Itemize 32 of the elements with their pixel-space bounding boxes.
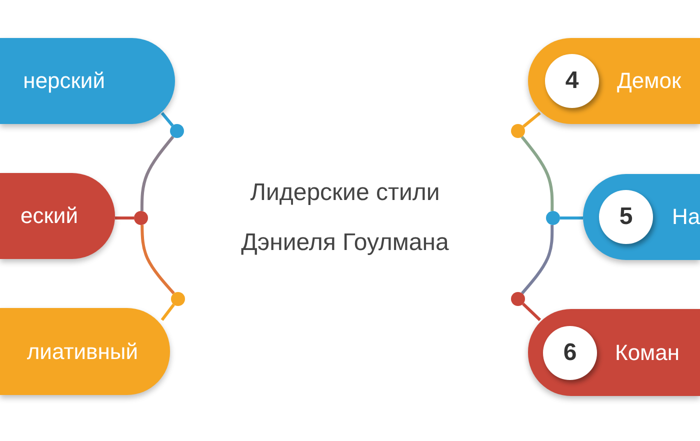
style-pill xyxy=(0,173,115,259)
connector-line xyxy=(140,136,174,212)
junction-dot xyxy=(511,124,525,138)
style-name: нерский xyxy=(23,68,105,94)
style-pill xyxy=(0,38,175,124)
number-circle: 5 xyxy=(599,190,653,244)
style-name: еский xyxy=(20,203,78,229)
style-name: На xyxy=(672,204,700,230)
connector-line xyxy=(522,302,542,322)
style-name: лиативный xyxy=(26,338,138,364)
style-name: Коман xyxy=(615,340,680,366)
connector-line xyxy=(560,216,583,220)
junction-dot xyxy=(546,211,560,225)
connector-line xyxy=(160,112,174,127)
number-circle: 4 xyxy=(545,54,599,108)
connector-line xyxy=(520,136,554,212)
connector-line xyxy=(521,224,554,294)
style-pill xyxy=(528,309,700,396)
junction-dot xyxy=(511,292,525,306)
style-pill xyxy=(528,38,700,124)
style-pill xyxy=(583,174,700,260)
junction-dot xyxy=(171,292,185,306)
junction-dot xyxy=(170,124,184,138)
number-circle: 6 xyxy=(543,326,597,380)
junction-dot xyxy=(134,211,148,225)
connector-line xyxy=(140,224,175,294)
diagram-title: Лидерские стили Дэниеля Гоулмана xyxy=(240,178,450,258)
style-pill xyxy=(0,308,170,395)
connector-line xyxy=(115,216,134,220)
connector-line xyxy=(160,304,175,321)
style-name: Демок xyxy=(617,68,682,94)
connector-line xyxy=(522,112,541,128)
